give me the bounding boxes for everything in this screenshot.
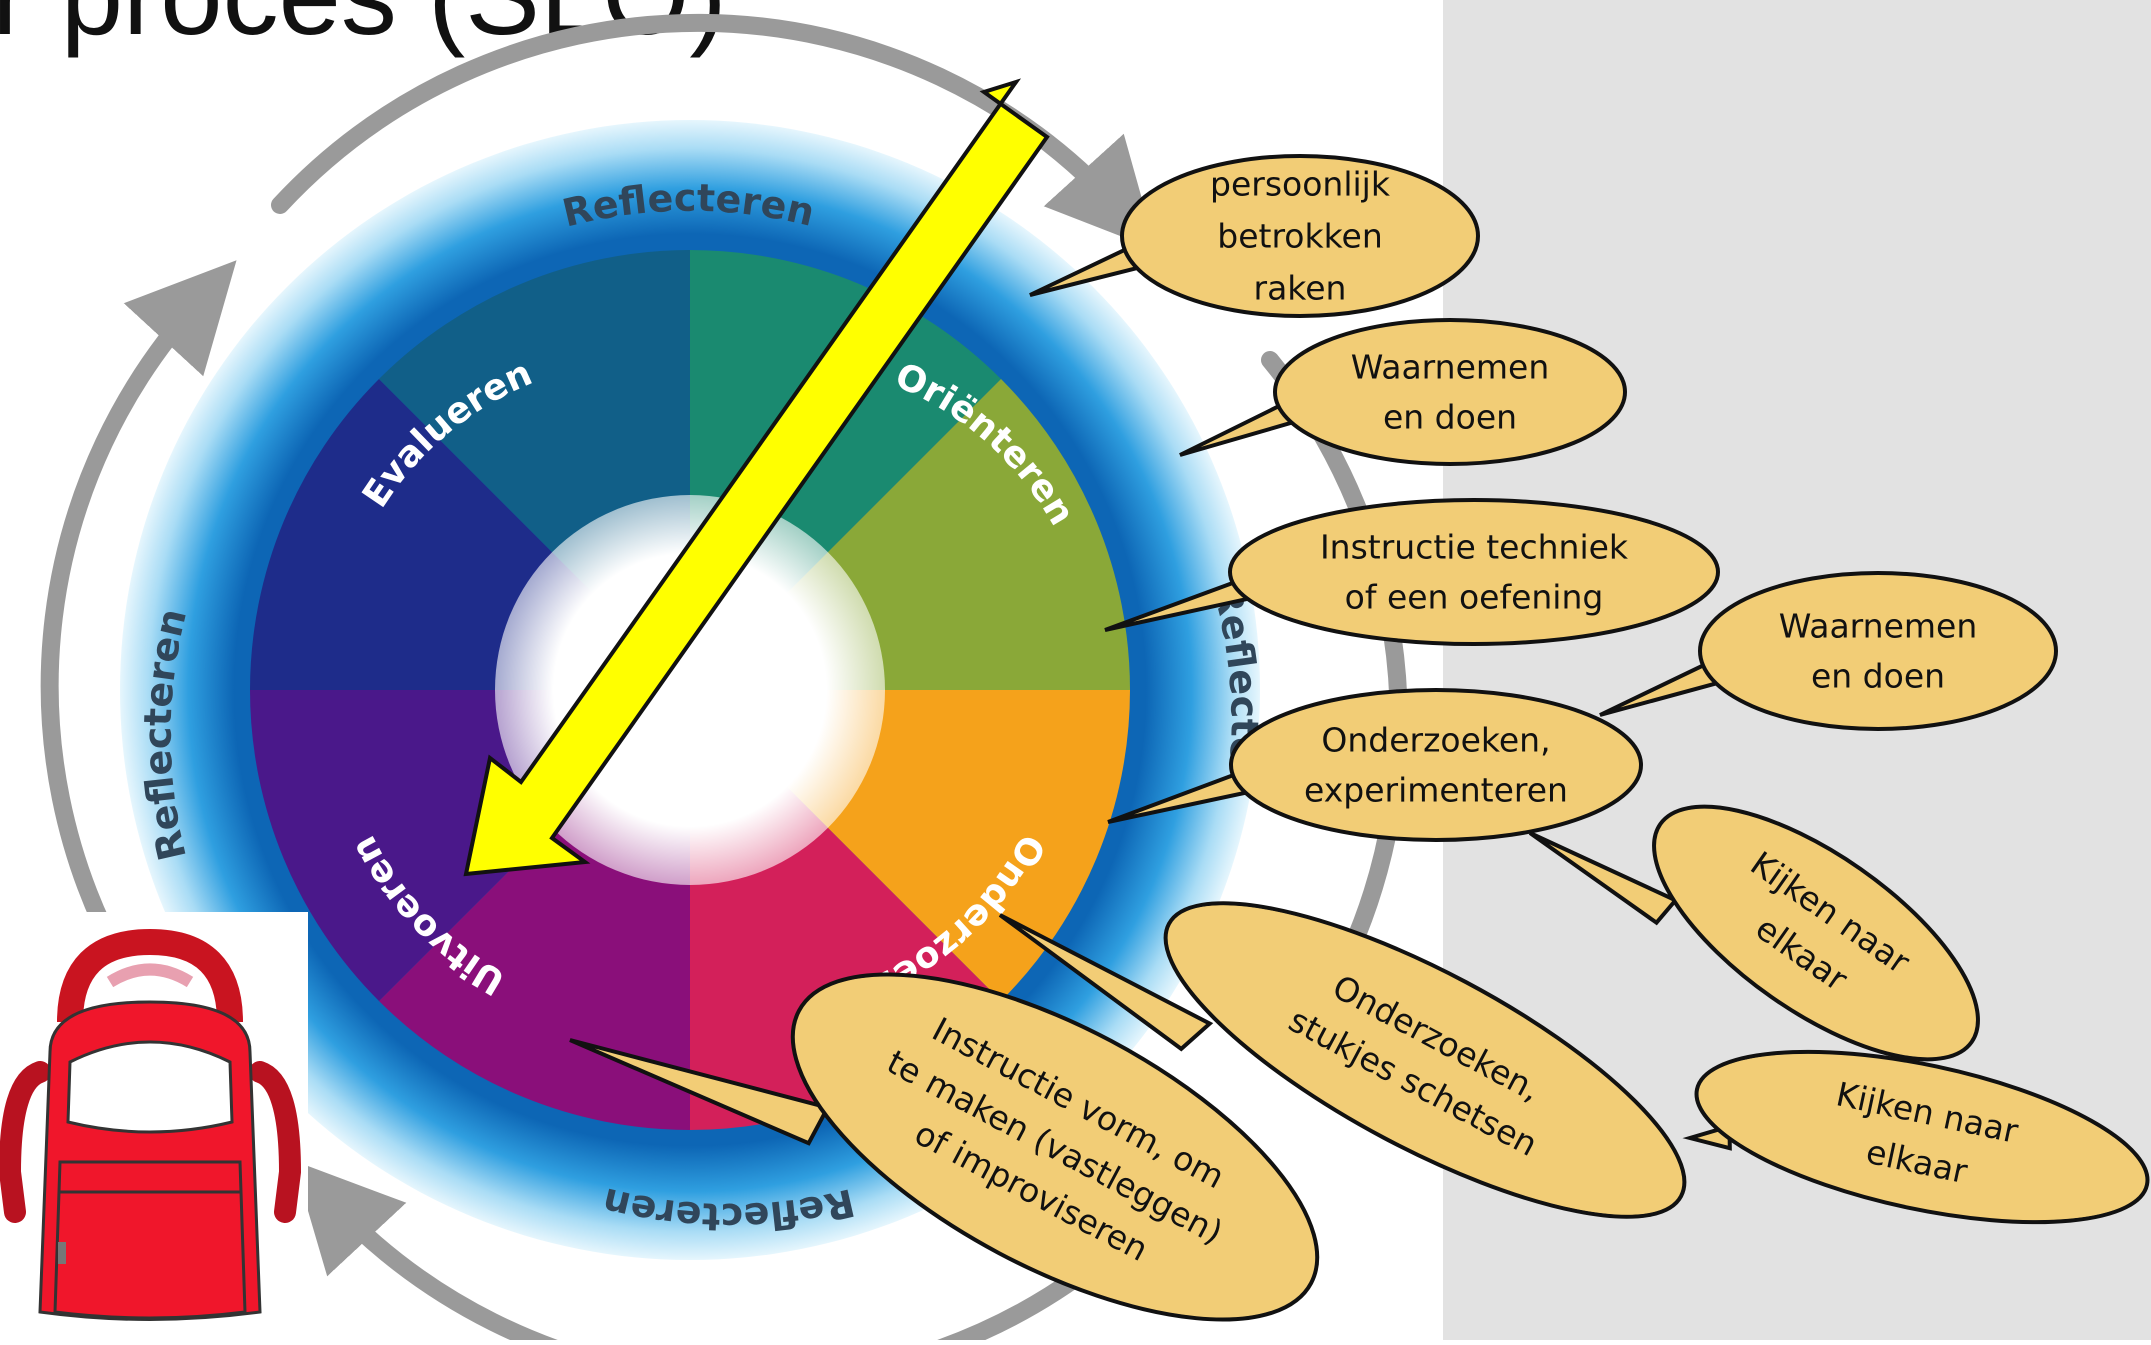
bubble-text: persoonlijk betrokken raken <box>1210 165 1391 308</box>
bubble-waarnemen-2: Waarnemen en doen <box>1599 571 2058 731</box>
bubble-fill <box>1277 322 1623 462</box>
yellow-arrow <box>463 78 1050 877</box>
bubble-tail <box>569 1038 831 1146</box>
ring-hole <box>495 495 885 885</box>
bubble-fill <box>795 976 1315 1318</box>
bubble-onderzoeken-experimenteren: Onderzoeken, experimenteren <box>1107 688 1643 842</box>
bubble-fill <box>1167 905 1683 1215</box>
bubble-onderzoeken-schetsen: Onderzoeken,stukjes schetsen <box>998 901 1687 1219</box>
bubble-instructie-vorm: Instructie vorm, omte maken (vastleggen)… <box>569 972 1320 1322</box>
bubble-tail <box>998 913 1214 1052</box>
bubble-text: Waarnemen en doen <box>1779 607 1978 696</box>
bubble-instructie-techniek: Instructie techniek of een oefening <box>1104 498 1720 646</box>
bubble-persoonlijk: persoonlijk betrokken raken <box>1029 154 1480 318</box>
bubble-text: Onderzoeken, experimenteren <box>1304 721 1568 810</box>
bubble-line: betrokken <box>1217 217 1382 256</box>
bubble-fill <box>1233 692 1639 838</box>
bubble-line: en doen <box>1811 657 1945 696</box>
bubble-text: Waarnemen en doen <box>1351 348 1550 437</box>
bubble-text: Instructie techniek of een oefening <box>1320 528 1629 617</box>
bubble-line: Waarnemen <box>1351 348 1550 387</box>
bubble-kijken-2: Kijken naarelkaar <box>1682 1049 2150 1225</box>
bubble-tail <box>1528 831 1679 926</box>
bubble-line: persoonlijk <box>1210 165 1391 204</box>
bubble-line: raken <box>1254 269 1347 308</box>
bubble-fill <box>1232 502 1716 642</box>
bubble-line: Waarnemen <box>1779 607 1978 646</box>
backpack-box <box>0 912 308 1340</box>
bubble-fill <box>1656 808 1976 1058</box>
bubble-line: Onderzoeken, <box>1321 721 1550 760</box>
bubble-fill <box>1702 575 2054 727</box>
bubble-waarnemen-1: Waarnemen en doen <box>1179 318 1627 466</box>
bubble-line: of een oefening <box>1345 578 1604 617</box>
bubble-kijken-1: Kijken naarelkaar <box>1528 804 1980 1062</box>
backpack-icon <box>0 928 302 1321</box>
bubble-line: Instructie techniek <box>1320 528 1629 567</box>
bubble-line: en doen <box>1383 398 1517 437</box>
bubble-fill <box>1699 1054 2145 1220</box>
bubble-line: experimenteren <box>1304 771 1568 810</box>
bubble-fill <box>1124 158 1476 314</box>
